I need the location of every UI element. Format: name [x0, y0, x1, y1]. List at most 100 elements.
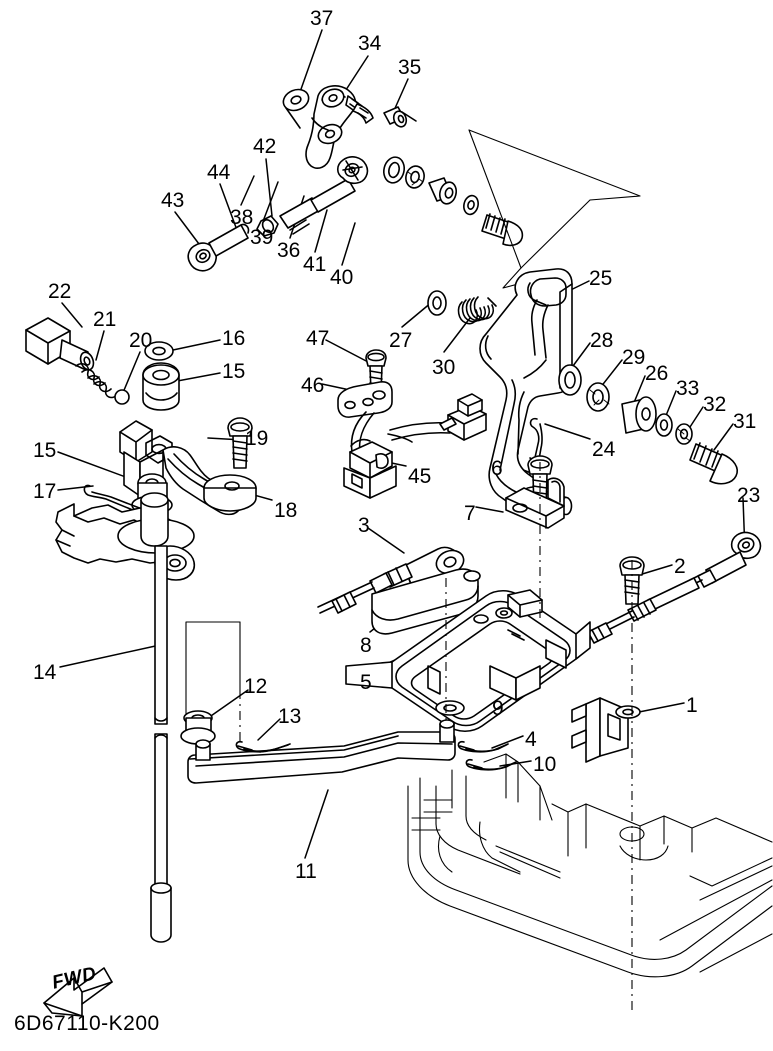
leader-40 [341, 222, 356, 266]
callout-9: 9 [492, 697, 504, 720]
callout-28: 28 [590, 329, 614, 352]
callout-23: 23 [737, 484, 761, 507]
leader-11 [304, 789, 329, 859]
leader-39 [261, 181, 279, 225]
hardware-row-right [558, 364, 738, 485]
callout-45: 45 [408, 465, 432, 488]
leader-33 [664, 390, 677, 419]
sensor-bracket-assembly [337, 349, 397, 499]
callout-38: 38 [230, 206, 254, 229]
leader-46 [321, 383, 351, 391]
callout-25: 25 [589, 267, 613, 290]
callout-22: 22 [48, 280, 72, 303]
leader-17 [57, 485, 94, 491]
leader-29 [599, 359, 623, 389]
spring-washer-group [427, 290, 497, 325]
callout-20: 20 [129, 329, 153, 352]
callout-8: 8 [360, 634, 372, 657]
leader-37 [299, 29, 323, 93]
hardware-row-upper [383, 156, 524, 247]
callout-13: 13 [278, 705, 302, 728]
bushing-washer-group [142, 341, 180, 411]
callout-4: 4 [525, 728, 537, 751]
leader-4 [491, 735, 524, 749]
callout-16: 16 [222, 327, 246, 350]
magneto-control-lever [119, 417, 257, 516]
callout-26: 26 [645, 362, 669, 385]
leader-32 [689, 406, 704, 428]
callout-2: 2 [674, 555, 686, 578]
callout-21: 21 [93, 308, 117, 331]
callout-27: 27 [389, 329, 413, 352]
callout-43: 43 [161, 189, 185, 212]
callout-35: 35 [398, 56, 422, 79]
callout-1: 1 [686, 694, 698, 717]
leader-22 [61, 302, 83, 328]
callout-15b: 15 [33, 439, 57, 462]
bolt-bracket-group [505, 455, 565, 620]
callout-31: 31 [733, 410, 757, 433]
vertical-shaft-14 [150, 545, 241, 943]
callout-10: 10 [533, 753, 557, 776]
callout-18: 18 [274, 499, 298, 522]
callout-12: 12 [244, 675, 268, 698]
leader-14 [59, 644, 161, 668]
leader-13 [257, 718, 281, 741]
callout-34: 34 [358, 32, 382, 55]
callout-41: 41 [303, 253, 327, 276]
leader-12 [207, 689, 249, 719]
callout-17: 17 [33, 480, 57, 503]
engine-bracket-housing [407, 753, 773, 978]
callout-36: 36 [277, 239, 301, 262]
part-number-label: 6D67110-K200 [14, 1012, 160, 1035]
callout-46: 46 [301, 374, 325, 397]
callout-3: 3 [358, 514, 370, 537]
turnbuckle-rod-assembly [187, 156, 369, 272]
callout-44: 44 [207, 161, 231, 184]
lower-link-rod [180, 710, 517, 784]
callout-11: 11 [295, 860, 317, 883]
leader-10 [499, 760, 532, 767]
wire-harness-connector [387, 393, 487, 443]
callout-19: 19 [245, 427, 269, 450]
callout-6: 6 [491, 457, 503, 480]
callout-47: 47 [306, 327, 330, 350]
callout-32: 32 [703, 393, 727, 416]
leader-47 [325, 339, 371, 364]
leader-24 [544, 423, 591, 440]
callout-37: 37 [310, 7, 334, 30]
leader-42 [265, 158, 273, 217]
callout-5: 5 [360, 671, 372, 694]
upper-bellcrank-assembly [282, 85, 417, 169]
fwd-arrow-icon [43, 967, 113, 1017]
callout-24: 24 [592, 438, 616, 461]
leader-20 [121, 351, 141, 396]
callout-33: 33 [676, 377, 700, 400]
leader-41 [314, 209, 328, 253]
lower-lever-assembly [55, 473, 196, 581]
throttle-arm-assembly [317, 546, 591, 740]
callout-29: 29 [622, 346, 646, 369]
leader-21 [95, 330, 105, 361]
leader-16 [172, 339, 221, 351]
leader-27 [401, 301, 433, 328]
callout-40: 40 [330, 266, 354, 289]
callout-39: 39 [250, 226, 274, 249]
leader-2 [638, 564, 673, 576]
leader-7 [475, 506, 504, 513]
upper-right-bracket-outline [468, 129, 641, 289]
callout-14: 14 [33, 661, 57, 684]
leader-15 [171, 372, 221, 383]
leader-31 [713, 423, 734, 451]
idle-adjuster-assembly [25, 317, 130, 405]
callout-7: 7 [464, 502, 476, 525]
callout-42: 42 [253, 135, 277, 158]
leader-1 [638, 702, 685, 713]
leader-26 [632, 375, 646, 406]
leader-3 [367, 527, 405, 554]
throttle-cable-right [569, 531, 762, 1010]
leader-38 [240, 175, 255, 206]
callout-30: 30 [432, 356, 456, 379]
